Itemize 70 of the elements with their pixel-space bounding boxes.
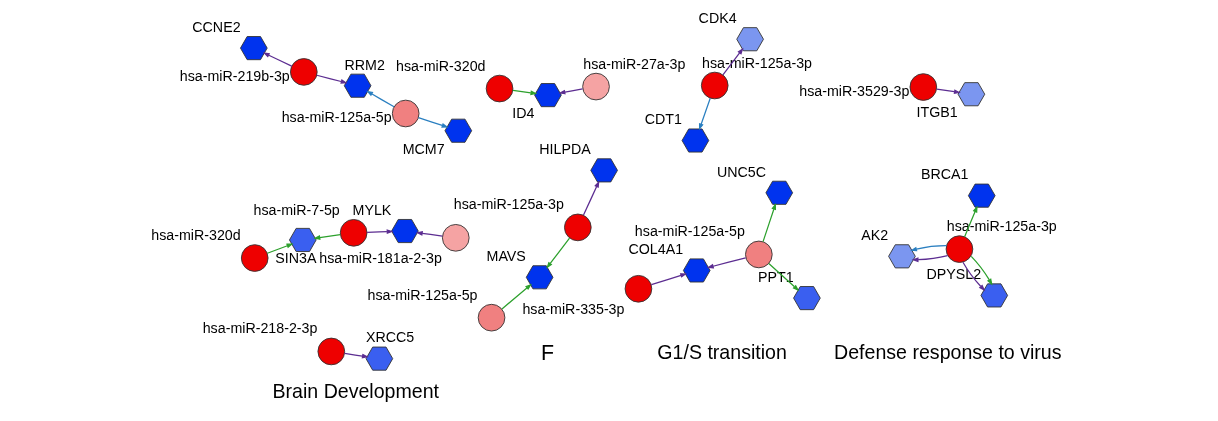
node-circle: [624, 275, 652, 303]
arrow: [365, 90, 395, 108]
arrow: [935, 88, 961, 95]
node-label: ITGB1: [916, 104, 958, 121]
arrow: [706, 257, 746, 269]
node-label: MYLK: [352, 201, 391, 218]
arrow: [761, 202, 776, 243]
arrow: [500, 283, 532, 310]
arrow: [557, 88, 583, 95]
node-circle: [317, 337, 345, 366]
arrow: [698, 97, 711, 131]
node-label: hsa-miR-125a-3p: [453, 196, 564, 213]
node-label: CDK4: [698, 10, 737, 27]
arrow: [417, 117, 449, 128]
node-label: UNC5C: [716, 163, 766, 180]
node-circle: [945, 235, 973, 263]
node-circle: [391, 99, 419, 128]
node-circle: [339, 219, 367, 247]
arrow: [315, 74, 348, 84]
node-label: CCNE2: [191, 18, 241, 35]
label: Defense response to virus: [833, 341, 1062, 364]
node-circle: [563, 213, 592, 242]
node-label: COL4A1: [627, 241, 683, 258]
label: F: [540, 340, 554, 365]
node-label: hsa-miR-181a-2-3p: [318, 249, 442, 266]
node-label: hsa-miR-320d: [395, 57, 485, 74]
node-label: hsa-miR-125a-5p: [281, 109, 392, 126]
node-label: hsa-miR-3529-3p: [798, 82, 909, 99]
node-label: ID4: [511, 105, 535, 122]
node-circle: [700, 71, 729, 100]
node-label: hsa-miR-335-3p: [521, 300, 624, 317]
node-label: hsa-miR-7-5p: [253, 201, 340, 218]
node-label: AK2: [860, 227, 888, 244]
node-label: hsa-miR-27a-3p: [582, 55, 685, 72]
arrow: [266, 243, 293, 254]
arrow: [312, 234, 341, 240]
arrow: [262, 52, 292, 67]
node-circle: [289, 58, 318, 86]
node-circle: [441, 224, 470, 252]
arrow: [650, 273, 687, 286]
node-circle: [477, 303, 505, 332]
node-label: hsa-miR-219b-3p: [179, 67, 290, 84]
arrow: [911, 255, 948, 263]
arrow: [366, 229, 394, 235]
node-label: SIN3A: [274, 249, 316, 266]
node-label: RRM2: [344, 56, 385, 73]
node-label: BRCA1: [920, 166, 969, 183]
node-label: hsa-miR-125a-5p: [367, 286, 478, 303]
arrow: [582, 180, 599, 216]
label: Brain Development: [272, 380, 439, 403]
arrow: [545, 237, 570, 269]
node-label: XRCC5: [365, 329, 414, 346]
arrow: [415, 231, 443, 237]
node-label: MAVS: [486, 248, 526, 265]
node-label: MCM7: [402, 140, 445, 157]
node-label: HILPDA: [538, 141, 591, 158]
node-circle: [240, 244, 269, 272]
node-label: hsa-miR-218-2-3p: [202, 320, 317, 337]
label: G1/S transition: [656, 341, 787, 364]
arrow: [970, 255, 993, 286]
node-circle: [909, 73, 937, 101]
arrow: [343, 352, 369, 359]
arrow: [511, 89, 537, 96]
node-label: CDT1: [644, 111, 682, 128]
node-label: hsa-miR-125a-5p: [634, 223, 745, 240]
arrow: [909, 245, 947, 252]
node-label: hsa-miR-320d: [150, 227, 241, 244]
node-circle: [581, 72, 610, 101]
node-circle: [744, 240, 773, 269]
node-circle: [485, 74, 513, 103]
